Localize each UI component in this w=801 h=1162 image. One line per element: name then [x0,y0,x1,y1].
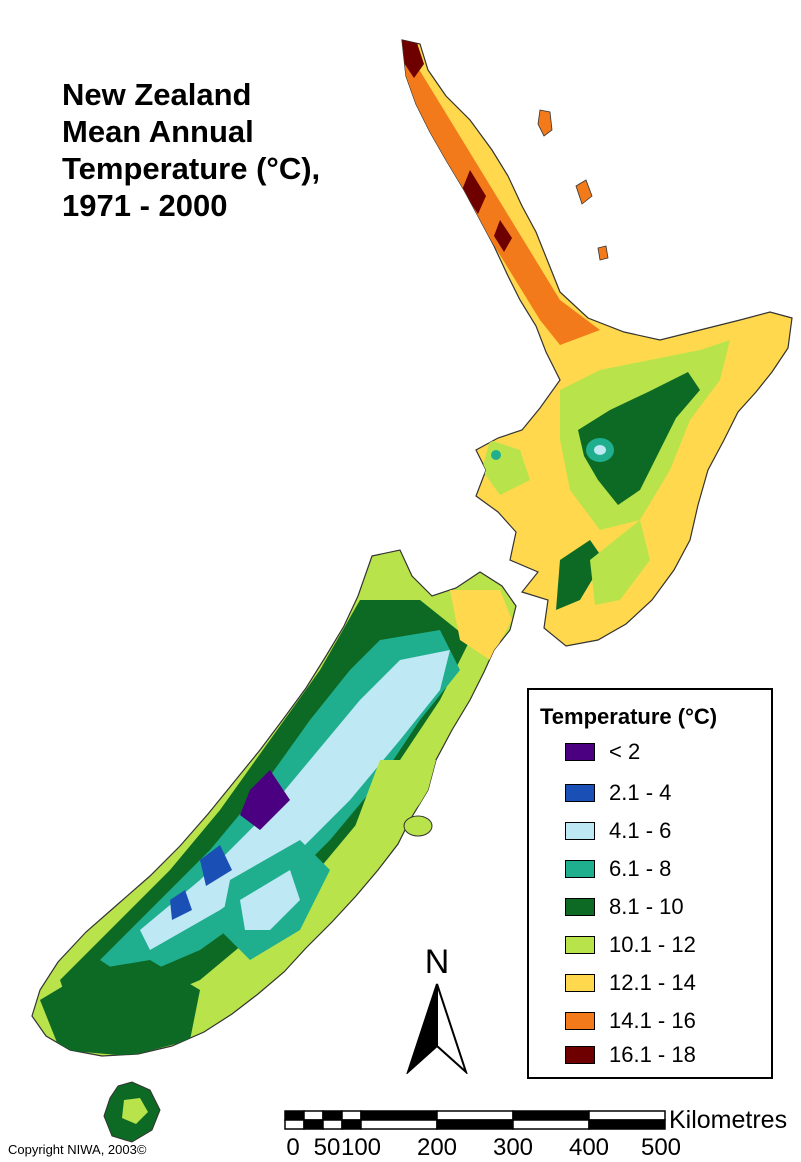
scale-unit-label: Kilometres [669,1106,788,1134]
legend-swatch [565,784,595,802]
map-title: New Zealand Mean Annual Temperature (°C)… [62,76,320,224]
legend-swatch [565,898,595,916]
north-arrow-icon [406,983,468,1074]
map-title-line: 1971 - 2000 [62,188,228,223]
legend-item: 8.1 - 10 [565,892,684,922]
legend-item: 12.1 - 14 [565,968,696,998]
offshore-islands [537,109,609,261]
legend-item: 4.1 - 6 [565,816,671,846]
legend-swatch [565,1012,595,1030]
legend-item: 2.1 - 4 [565,778,671,808]
legend-label: 14.1 - 16 [609,1008,696,1033]
scale-tick-label: 300 [492,1134,534,1161]
map-title-line: New Zealand [62,77,252,112]
legend-swatch [565,974,595,992]
legend-title: Temperature (°C) [540,704,718,729]
legend-item: 14.1 - 16 [565,1006,696,1036]
legend-swatch [565,822,595,840]
legend-label: 12.1 - 14 [609,970,696,995]
legend-item: < 2 [565,737,640,767]
legend-label: 16.1 - 18 [609,1042,696,1067]
legend-swatch [565,743,595,761]
scale-tick-label: 0 [286,1134,300,1161]
copyright-notice: Copyright NIWA, 2003© [8,1142,147,1157]
legend: Temperature (°C) < 2 2.1 - 4 4.1 - 6 6.1… [527,688,773,1079]
legend-item: 6.1 - 8 [565,854,671,884]
map-title-line: Mean Annual [62,114,254,149]
legend-label: 8.1 - 10 [609,894,684,919]
legend-swatch [565,936,595,954]
stewart-island [103,1081,161,1143]
scale-bar-graphic [284,1110,666,1130]
legend-label: 6.1 - 8 [609,856,672,881]
legend-swatch [565,1046,595,1064]
scale-tick-label: 50 [313,1134,341,1161]
legend-label: < 2 [609,739,641,764]
legend-label: 10.1 - 12 [609,932,696,957]
legend-label: 2.1 - 4 [609,780,672,805]
north-label: N [424,943,450,981]
legend-label: 4.1 - 6 [609,818,672,843]
scale-tick-label: 100 [340,1134,382,1161]
legend-item: 16.1 - 18 [565,1040,696,1070]
banks-peninsula [403,815,433,837]
scale-tick-label: 400 [568,1134,610,1161]
scale-bar: Kilometres 0 50 100 200 300 400 500 [283,1108,801,1162]
scale-tick-label: 200 [416,1134,458,1161]
legend-swatch [565,860,595,878]
legend-item: 10.1 - 12 [565,930,696,960]
map-title-line: Temperature (°C), [62,151,321,186]
north-arrow: N [404,944,470,1074]
north-island [401,39,793,647]
scale-tick-label: 500 [640,1134,682,1161]
south-island [31,549,517,1057]
